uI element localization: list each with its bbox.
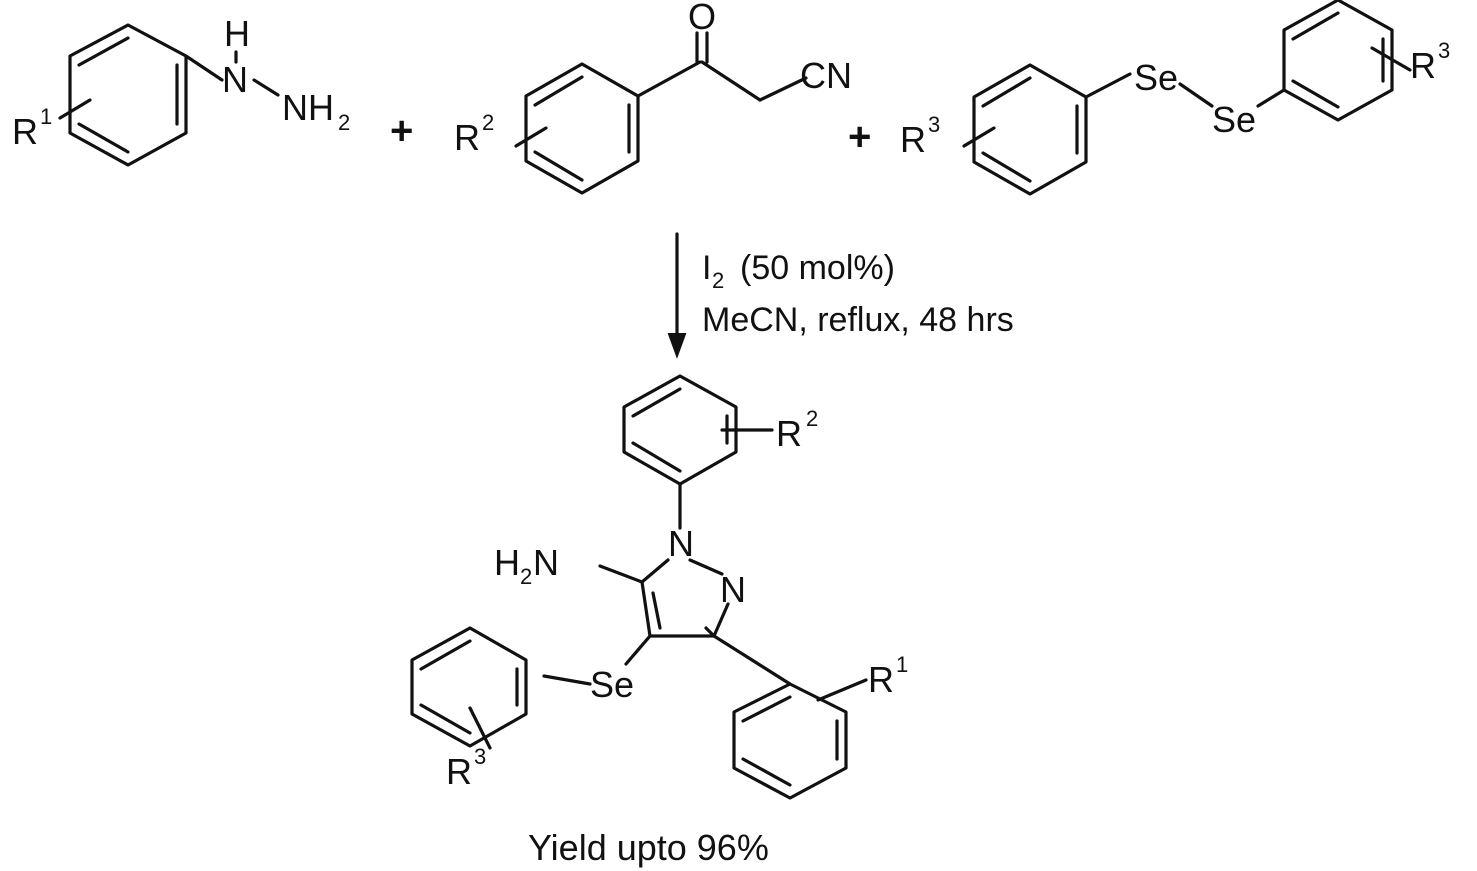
hydrazine-r1-superscript: 1 [40,104,52,129]
hydrazine-r1-label: R [12,111,38,152]
product-r3-superscript: 3 [474,744,486,769]
product-r1-label: R [868,659,894,700]
product-selenium-label: Se [590,664,634,705]
ketone-oxygen-label: O [688,0,716,37]
diselenide-r3-left-superscript: 3 [928,112,940,137]
diselenide-r3-right-label: R [1410,45,1436,86]
diselenide-r3-right-superscript: 3 [1438,38,1450,63]
reagent-amount-label: (50 mol%) [740,249,895,287]
amine-subscript: 2 [520,564,532,589]
yield-label: Yield upto 96% [528,827,769,868]
solvent-conditions-label: MeCN, reflux, 48 hrs [702,301,1014,339]
selenium-1-label: Se [1134,57,1178,98]
diselenide-r3-left-label: R [900,119,926,160]
hydrazine-h-label: H [224,13,250,54]
product-r3-label: R [446,751,472,792]
hydrazine-n-label: N [222,59,248,100]
product-pyrazole-structure [410,374,868,800]
diaryl-diselenide-structure [962,0,1412,196]
reaction-arrow [667,232,687,359]
hydrazine-nh2-label: NH [282,87,334,128]
ketonitrile-r2-label: R [454,117,480,158]
amine-n-label: N [533,542,559,583]
product-r2-label: R [776,413,802,454]
product-r2-superscript: 2 [806,406,818,431]
reagent-iodine-label: I [702,249,711,287]
plus-sign-1: + [390,109,413,153]
pyrazole-n1-label: N [668,523,694,564]
plus-sign-2: + [848,115,871,159]
aryl-hydrazine-structure [58,23,280,167]
ketonitrile-r2-superscript: 2 [482,110,494,135]
nitrile-cn-label: CN [800,55,852,96]
hydrazine-nh2-subscript: 2 [338,110,350,135]
pyrazole-n2-label: N [720,569,746,610]
product-r1-superscript: 1 [896,652,908,677]
reagent-iodine-subscript: 2 [712,268,724,293]
selenium-2-label: Se [1212,99,1256,140]
benzoylacetonitrile-structure [514,31,808,195]
amine-h-label: H [494,542,520,583]
